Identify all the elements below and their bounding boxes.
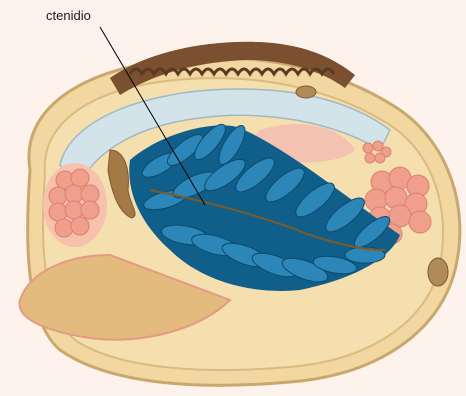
label-ctenidio: ctenidio — [46, 8, 91, 23]
